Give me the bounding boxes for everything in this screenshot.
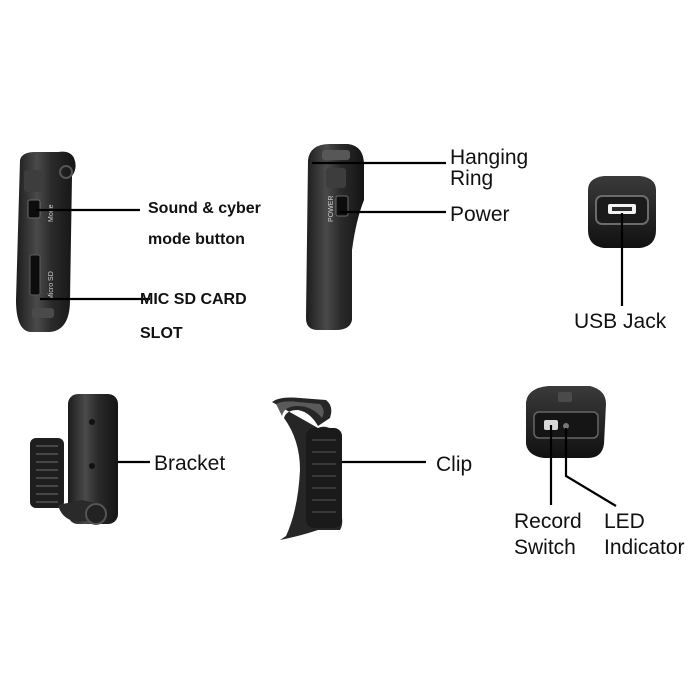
camera-top-icon bbox=[526, 386, 606, 458]
hanging-ring-label-line2: Ring bbox=[450, 167, 494, 190]
mode-text: Mode bbox=[48, 204, 55, 222]
bracket-label: Bracket bbox=[154, 452, 226, 475]
sound-mode-label-line2: mode button bbox=[148, 231, 245, 248]
usb-jack-label: USB Jack bbox=[574, 310, 667, 333]
record-switch-label-line1: Record bbox=[514, 510, 582, 533]
bracket-icon bbox=[30, 394, 118, 525]
micro-sd-text: Micro SD bbox=[48, 271, 55, 300]
camera-side-icon: Mode Micro SD bbox=[16, 151, 76, 332]
led-indicator-label-line2: Indicator bbox=[604, 536, 685, 559]
sound-mode-label-line1: Sound & cyber bbox=[148, 200, 261, 217]
mic-sd-label-line1: MIC SD CARD bbox=[140, 291, 247, 308]
hanging-ring-label-line1: Hanging bbox=[450, 146, 529, 169]
record-switch-label-line2: Switch bbox=[514, 536, 576, 559]
power-label: Power bbox=[450, 203, 510, 226]
mic-sd-label-line2: SLOT bbox=[140, 325, 183, 342]
usb-end-icon bbox=[588, 176, 656, 248]
leader-led bbox=[564, 428, 617, 507]
leader-lines bbox=[36, 161, 624, 507]
power-text: POWER bbox=[328, 196, 335, 222]
clip-icon bbox=[272, 397, 343, 540]
clip-label: Clip bbox=[436, 453, 473, 476]
camera-front-icon: POWER bbox=[306, 144, 364, 330]
led-indicator-label-line1: LED bbox=[604, 510, 645, 533]
